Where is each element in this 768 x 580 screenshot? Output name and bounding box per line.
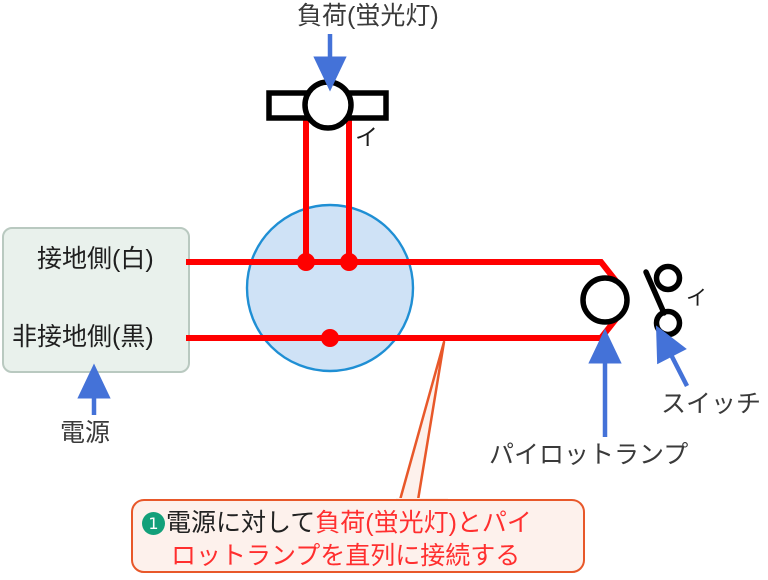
wire-ground-side — [186, 259, 619, 283]
switch-pole-upper — [653, 263, 683, 293]
label-hot-side: 非接地側(黒) — [12, 323, 154, 351]
label-load: 負荷(蛍光灯) — [297, 2, 439, 30]
pilot-lamp-symbol — [580, 275, 630, 325]
switch-blade — [643, 269, 667, 316]
callout-text-red-2: ロットランプを直列に接続する — [171, 542, 521, 570]
callout-number-badge: 1 — [142, 512, 165, 535]
callout-text-black: 電源に対して — [166, 509, 316, 537]
label-switch-mark: イ — [686, 287, 707, 310]
junction-box — [245, 203, 415, 373]
label-switch: スイッチ — [661, 390, 762, 418]
callout-pointer — [398, 340, 446, 502]
junction-dot-right — [340, 253, 358, 271]
junction-dot-left — [297, 253, 315, 271]
label-load-mark: イ — [355, 124, 378, 150]
label-pilot-lamp: パイロットランプ — [489, 441, 689, 469]
label-ground-side: 接地側(白) — [37, 245, 154, 273]
label-power-source: 電源 — [60, 419, 111, 447]
switch-pole-lower — [653, 308, 683, 338]
fluorescent-lamp-symbol — [302, 79, 354, 131]
arrow-switch — [656, 325, 690, 388]
callout-line-2: ロットランプを直列に接続する — [142, 540, 573, 573]
callout-text-red-1: 負荷(蛍光灯)とパイ — [315, 509, 532, 537]
junction-dot-bottom — [321, 329, 339, 347]
